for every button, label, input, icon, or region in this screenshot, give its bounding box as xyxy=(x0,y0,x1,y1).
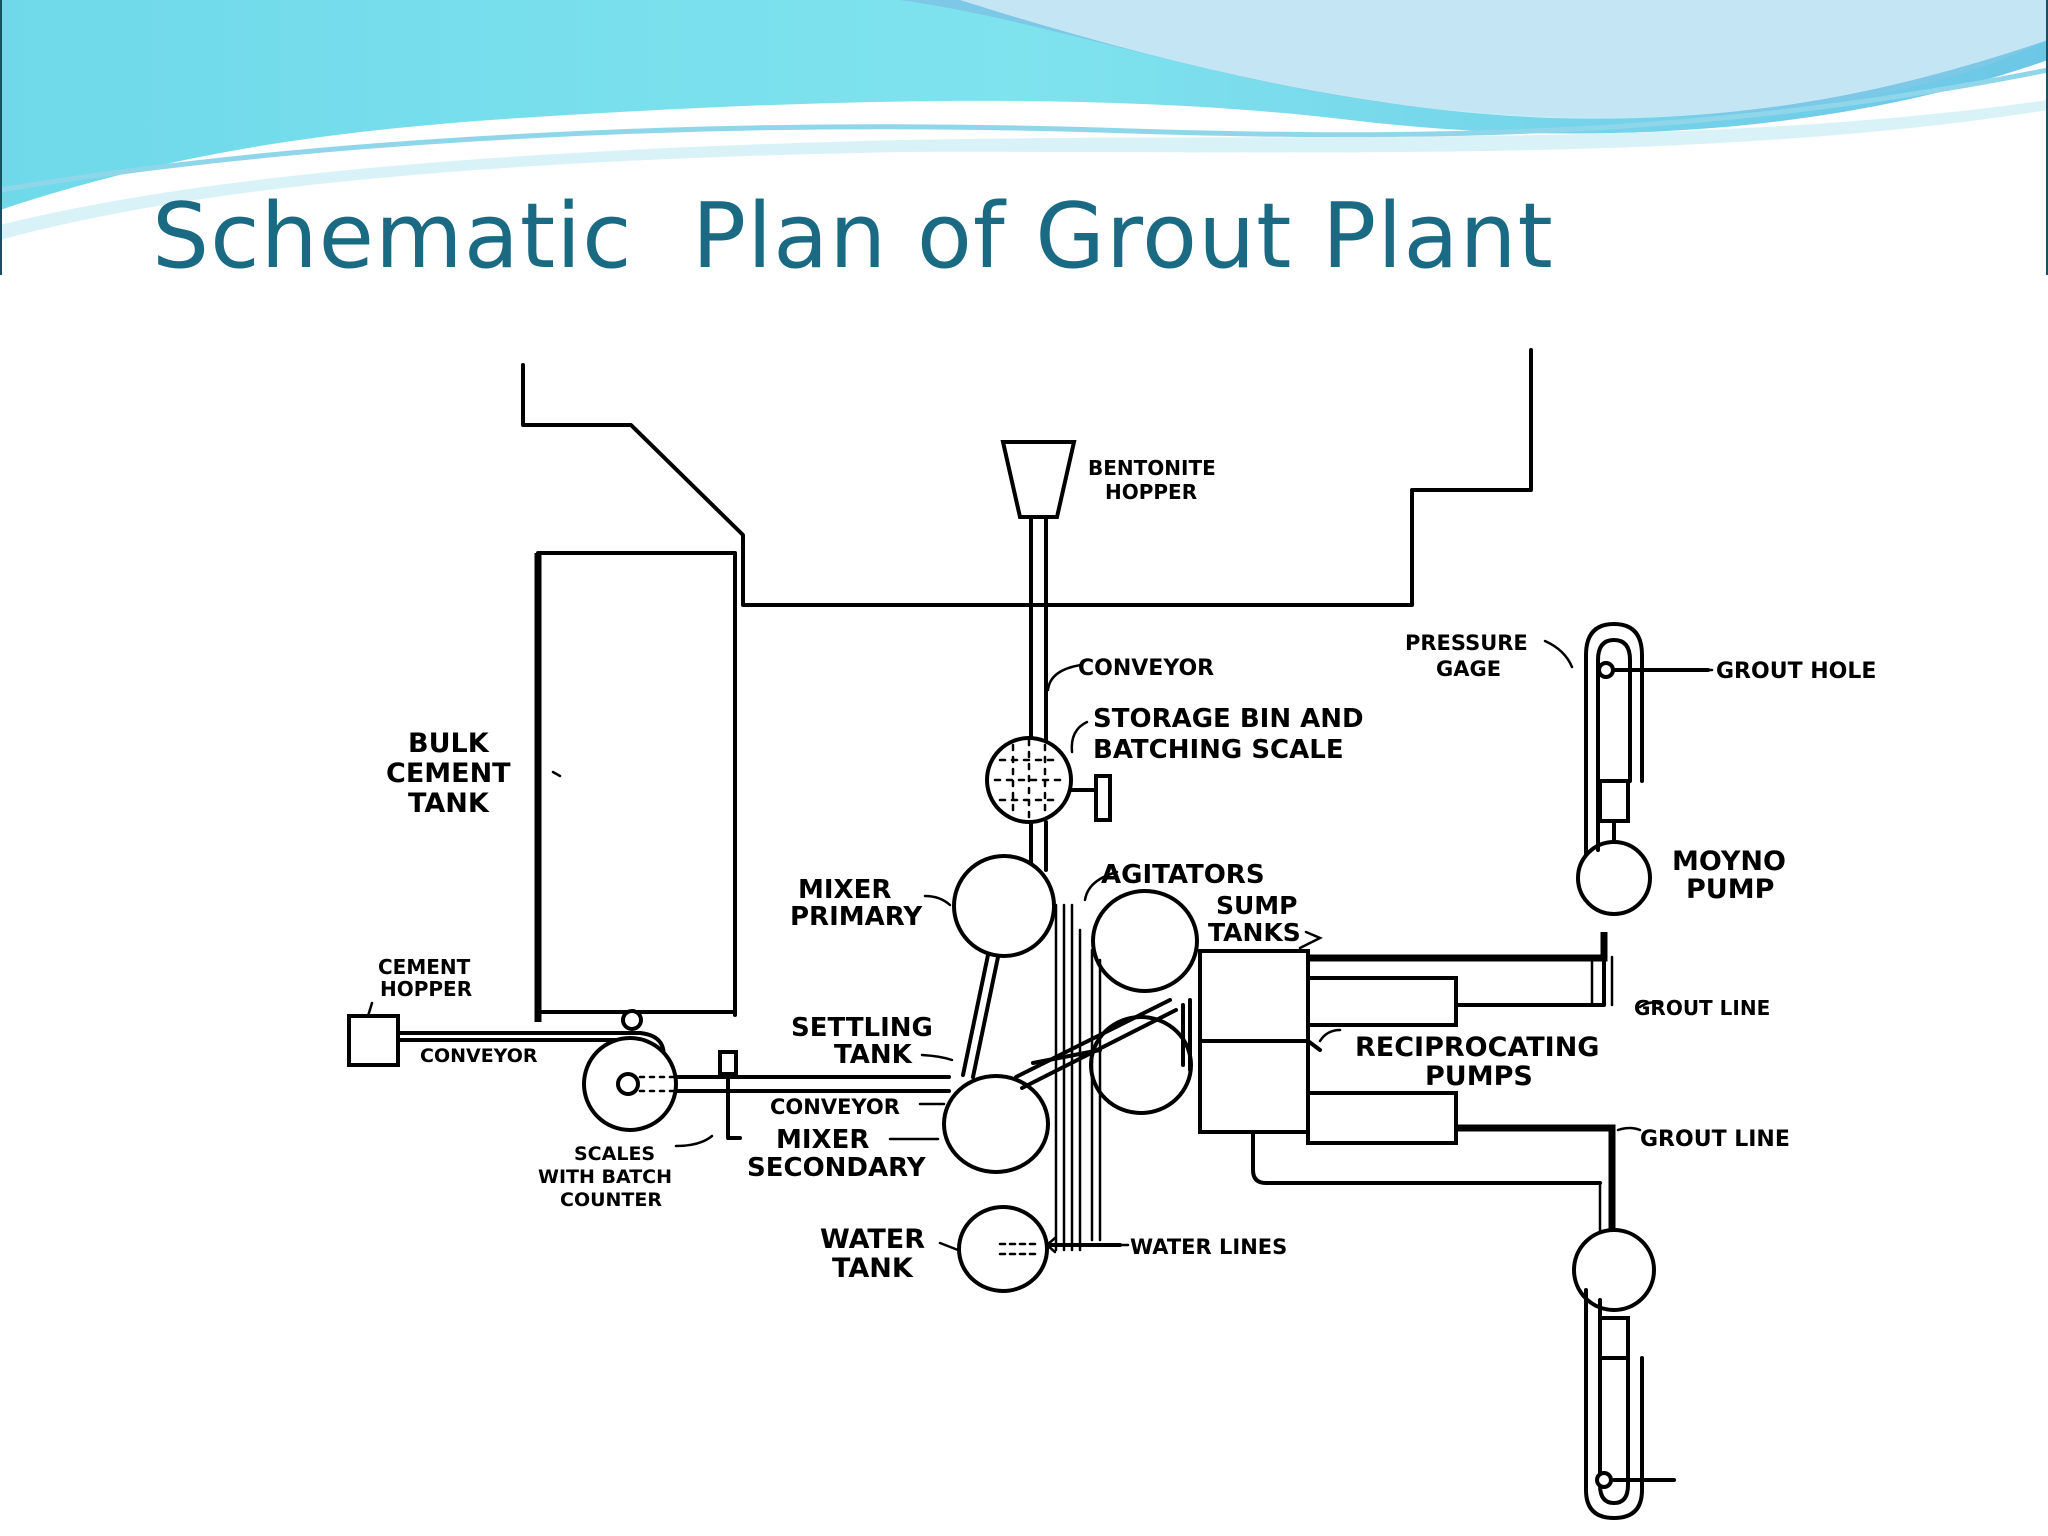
grout-line-lower xyxy=(1251,1124,1616,1244)
label-mixer-secondary-2: SECONDARY xyxy=(747,1153,927,1183)
grout-plant-schematic: BENTONITE HOPPER CONVEYOR STORAGE BIN AN… xyxy=(347,348,1876,1520)
building-outline xyxy=(521,348,1533,607)
storage-bin xyxy=(985,736,1112,824)
label-bentonite-hopper-1: BENTONITE xyxy=(1088,456,1216,480)
agitator-upper xyxy=(1091,889,1199,993)
pipe-storage-to-primary xyxy=(1029,820,1048,872)
label-mixer-primary-2: PRIMARY xyxy=(790,902,923,932)
label-conveyor-left: CONVEYOR xyxy=(420,1045,538,1067)
label-water-tank-1: WATER xyxy=(820,1224,925,1255)
label-bulk-cement-tank-2: CEMENT xyxy=(386,758,511,789)
label-conveyor-middle: CONVEYOR xyxy=(770,1095,900,1119)
label-pressure-gage-2: GAGE xyxy=(1436,657,1501,681)
label-bulk-cement-tank-1: BULK xyxy=(408,728,490,759)
bulk-cement-tank xyxy=(534,551,737,1022)
moyno-pump-lower xyxy=(1572,1228,1676,1520)
grout-hole-connector xyxy=(1597,661,1710,679)
scales-with-batch-counter xyxy=(582,1036,742,1140)
label-bulk-cement-tank-3: TANK xyxy=(408,788,490,819)
label-settling-tank-1: SETTLING xyxy=(791,1013,933,1043)
label-reciprocating-pumps-2: PUMPS xyxy=(1425,1061,1533,1092)
label-scales-2: WITH BATCH xyxy=(538,1166,672,1188)
label-leaders xyxy=(551,639,1714,1252)
bentonite-hopper xyxy=(1000,440,1077,519)
label-mixer-secondary-1: MIXER xyxy=(776,1125,869,1155)
conveyor-middle xyxy=(674,1075,951,1093)
conveyor-lower-left xyxy=(396,1009,666,1068)
label-water-tank-2: TANK xyxy=(832,1253,914,1284)
label-scales-3: COUNTER xyxy=(560,1189,662,1211)
header-wave-light xyxy=(960,0,2048,119)
grout-line-upper xyxy=(1308,932,1614,1007)
label-cement-hopper-2: HOPPER xyxy=(380,977,472,1001)
label-sump-tanks-2: TANKS xyxy=(1208,918,1301,947)
header-edge-left xyxy=(0,0,2,275)
label-water-lines: WATER LINES xyxy=(1130,1235,1287,1259)
label-scales-1: SCALES xyxy=(574,1143,655,1165)
label-moyno-pump-2: PUMP xyxy=(1686,874,1774,905)
label-cement-hopper-1: CEMENT xyxy=(378,955,471,979)
header-wave-banner xyxy=(0,0,2048,275)
label-reciprocating-pumps-1: RECIPROCATING xyxy=(1355,1032,1599,1063)
label-agitators: AGITATORS xyxy=(1101,860,1265,890)
water-tank xyxy=(957,1205,1049,1293)
conveyor-vertical xyxy=(1029,515,1048,742)
header-wave-shadow xyxy=(0,100,2048,240)
slide-title: Schematic Plan of Grout Plant xyxy=(152,184,1554,289)
label-sump-tanks-1: SUMP xyxy=(1216,891,1298,920)
water-lines-bundle xyxy=(1045,903,1122,1254)
label-moyno-pump-1: MOYNO xyxy=(1672,846,1786,877)
label-grout-hole: GROUT HOLE xyxy=(1716,659,1876,684)
label-grout-line-upper: GROUT LINE xyxy=(1634,996,1770,1020)
mixer-primary xyxy=(952,854,1056,958)
label-storage-bin-2: BATCHING SCALE xyxy=(1093,735,1344,765)
label-mixer-primary-1: MIXER xyxy=(798,875,891,905)
header-edge-right xyxy=(2046,0,2048,275)
label-conveyor-top: CONVEYOR xyxy=(1078,656,1214,681)
reciprocating-pumps xyxy=(1306,976,1458,1145)
label-pressure-gage-1: PRESSURE xyxy=(1405,631,1528,655)
sump-tanks xyxy=(1181,949,1310,1134)
cement-hopper xyxy=(347,1001,400,1067)
interconnect-pipes xyxy=(961,953,1178,1090)
label-storage-bin-1: STORAGE BIN AND xyxy=(1093,704,1364,734)
label-bentonite-hopper-2: HOPPER xyxy=(1105,480,1197,504)
label-grout-line-lower: GROUT LINE xyxy=(1640,1127,1790,1152)
moyno-pump-upper xyxy=(1576,622,1652,916)
mixer-secondary xyxy=(942,1074,1050,1174)
header-wave-thin xyxy=(0,67,2048,193)
label-settling-tank-2: TANK xyxy=(834,1040,913,1070)
diagram-labels: BENTONITE HOPPER CONVEYOR STORAGE BIN AN… xyxy=(378,456,1876,1284)
